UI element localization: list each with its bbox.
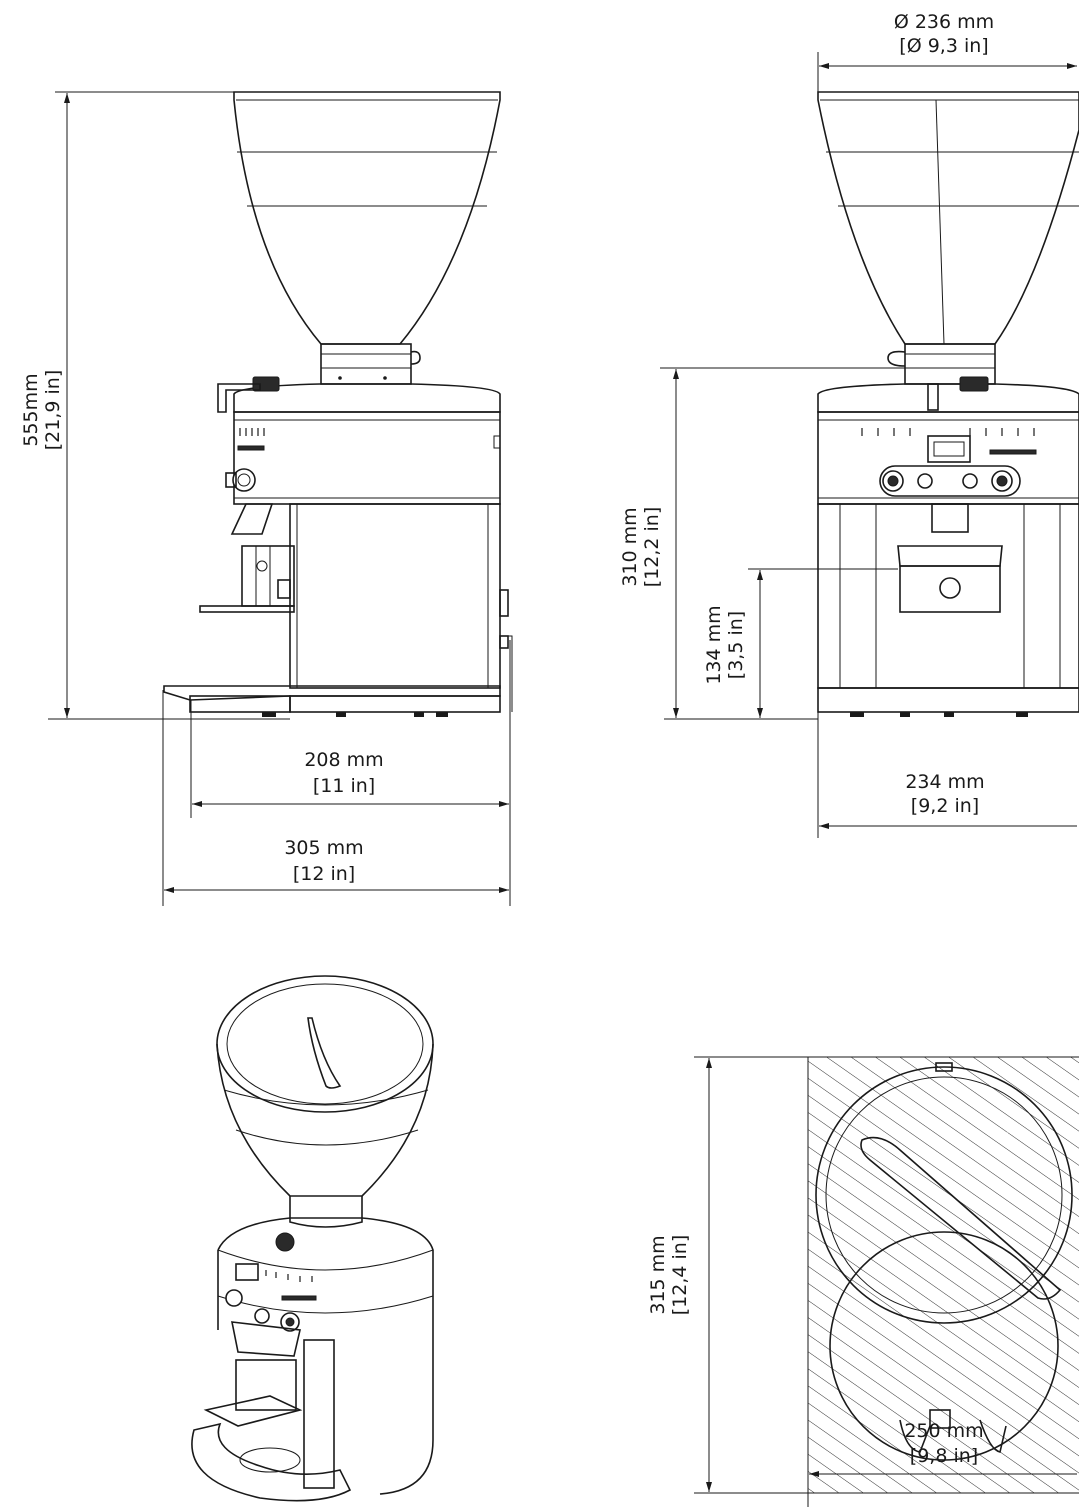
footprint-view xyxy=(694,1056,1079,1507)
dim-height-body-in: [12,2 in] xyxy=(641,507,663,588)
dim-depth-total-mm: 305 mm xyxy=(284,837,363,859)
dim-width-front-mm: 234 mm xyxy=(905,771,984,793)
dim-hopper-diameter-mm: Ø 236 mm xyxy=(894,11,994,33)
dim-height-body-mm: 310 mm xyxy=(619,507,641,586)
dim-depth-total-in: [12 in] xyxy=(293,863,355,885)
dim-height-spout-mm: 134 mm xyxy=(703,605,725,684)
dim-height-total-in: [21,9 in] xyxy=(42,370,64,451)
dim-footprint-width-mm: 250 mm xyxy=(904,1420,983,1442)
dim-footprint-width-in: [9,8 in] xyxy=(910,1445,978,1467)
dim-hopper-diameter-in: [Ø 9,3 in] xyxy=(899,35,988,57)
dim-height-spout-in: [3,5 in] xyxy=(725,611,747,679)
side-view xyxy=(48,91,513,906)
dim-footprint-depth-mm: 315 mm xyxy=(647,1235,669,1314)
perspective-view xyxy=(191,975,434,1502)
dimension-labels: 555mm [21,9 in] Ø 236 mm [Ø 9,3 in] 310 … xyxy=(20,11,994,1467)
dim-footprint-depth-in: [12,4 in] xyxy=(669,1235,691,1316)
dim-depth-body-in: [11 in] xyxy=(313,775,375,797)
dim-depth-body-mm: 208 mm xyxy=(304,749,383,771)
dim-width-front-in: [9,2 in] xyxy=(911,795,979,817)
dim-height-total-mm: 555mm xyxy=(20,373,42,446)
front-view xyxy=(660,52,1079,838)
